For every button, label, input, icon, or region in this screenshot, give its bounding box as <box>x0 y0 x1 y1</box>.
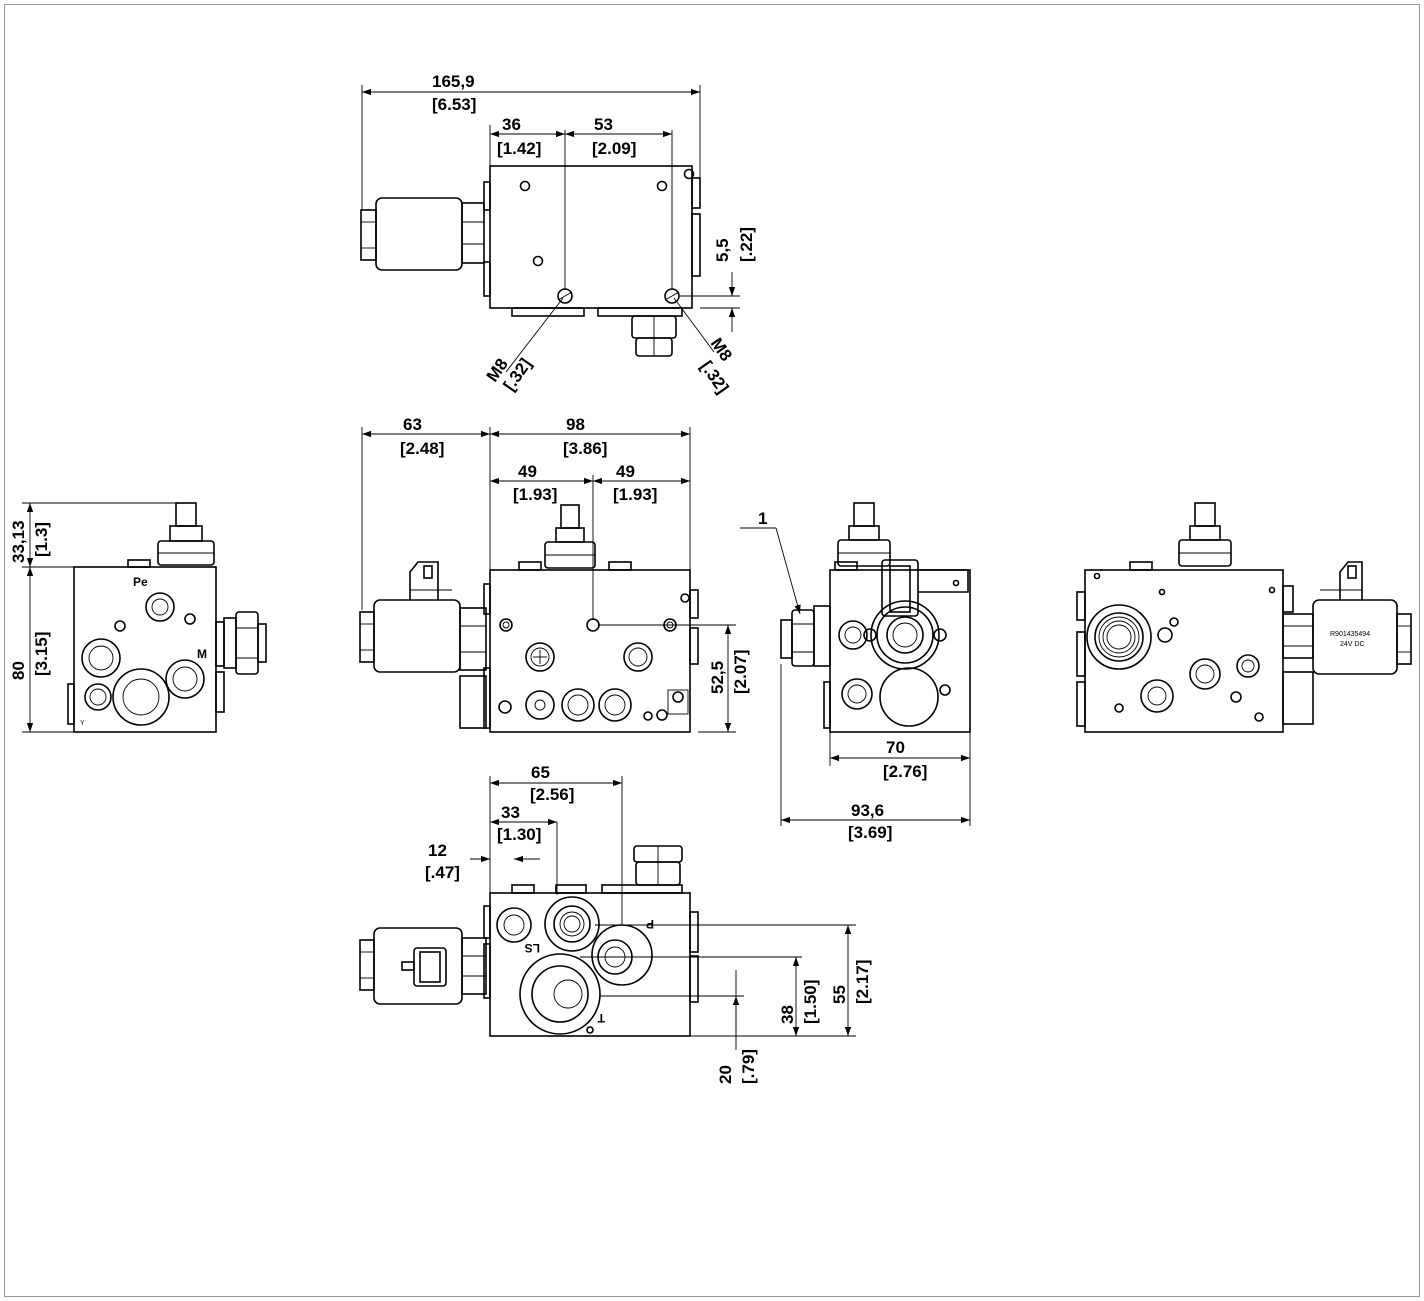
dim-70-inch: [2.76] <box>883 762 927 781</box>
dim-12-inch: [.47] <box>425 863 460 882</box>
dim-20-inch: [.79] <box>739 1049 758 1084</box>
dim-33-inch: [1.30] <box>497 825 541 844</box>
dim-65: 65 <box>531 763 550 782</box>
dim-93-6: 93,6 <box>851 801 884 820</box>
front-view: 63 [2.48] 98 [3.86] 49 [1.93] 49 [1.93] … <box>359 415 750 733</box>
dim-12: 12 <box>428 841 447 860</box>
dim-98: 98 <box>566 415 585 434</box>
dim-52-5-inch: [2.07] <box>731 650 750 694</box>
port-pe-label: Pe <box>133 575 148 589</box>
dim-53: 53 <box>594 115 613 134</box>
dim-55: 55 <box>830 985 849 1004</box>
callout-1: 1 <box>758 509 767 528</box>
dim-5-5: 5,5 <box>713 238 732 262</box>
dim-36-inch: [1.42] <box>497 139 541 158</box>
coil-part-number: R901435494 <box>1330 631 1370 638</box>
port-y-label: Y <box>80 720 85 727</box>
dim-65-inch: [2.56] <box>530 785 574 804</box>
dim-165-9-inch: [6.53] <box>432 95 476 114</box>
dim-93-6-inch: [3.69] <box>848 823 892 842</box>
thread-right-inch: [.32] <box>697 357 733 397</box>
port-m-label: M <box>197 647 207 661</box>
thread-left-inch: [.32] <box>500 355 536 395</box>
port-t-label: T <box>597 1011 605 1025</box>
dim-63-inch: [2.48] <box>400 439 444 458</box>
dim-38-inch: [1.50] <box>801 980 820 1024</box>
dim-55-inch: [2.17] <box>853 960 872 1004</box>
bottom-view: 65 [2.56] 33 [1.30] 12 [.47] 20 [.79] 38… <box>359 763 872 1084</box>
dim-80: 80 <box>9 661 28 680</box>
dim-53-inch: [2.09] <box>592 139 636 158</box>
dim-20: 20 <box>716 1065 735 1084</box>
dim-33-13: 33,13 <box>9 520 28 563</box>
dim-98-inch: [3.86] <box>563 439 607 458</box>
dim-63: 63 <box>403 415 422 434</box>
port-p-label: P <box>646 917 654 931</box>
dim-49-right-inch: [1.93] <box>613 485 657 504</box>
dim-49-right: 49 <box>616 462 635 481</box>
dim-49-left-inch: [1.93] <box>513 485 557 504</box>
left-view: 33,13 [1.3] 80 [3.15] Pe M Y <box>9 502 267 733</box>
port-ls-label: LS <box>525 941 540 955</box>
coil-voltage: 24V DC <box>1340 641 1365 648</box>
right-view: 1 70 [2.76] 93,6 [3.69] <box>740 502 971 842</box>
top-view: 165,9 [6.53] 36 [1.42] 53 [2.09] 5,5 [.2… <box>360 72 756 397</box>
dim-80-inch: [3.15] <box>32 632 51 676</box>
rear-view: R901435494 24V DC <box>1076 502 1412 733</box>
dim-5-5-inch: [.22] <box>737 227 756 262</box>
drawing-frame <box>4 4 1420 1297</box>
dim-52-5: 52,5 <box>708 661 727 694</box>
dim-36: 36 <box>502 115 521 134</box>
dim-33: 33 <box>501 803 520 822</box>
dim-38: 38 <box>778 1005 797 1024</box>
dim-70: 70 <box>886 738 905 757</box>
dim-33-13-inch: [1.3] <box>32 522 51 557</box>
dim-49-left: 49 <box>518 462 537 481</box>
dim-165-9: 165,9 <box>432 72 475 91</box>
